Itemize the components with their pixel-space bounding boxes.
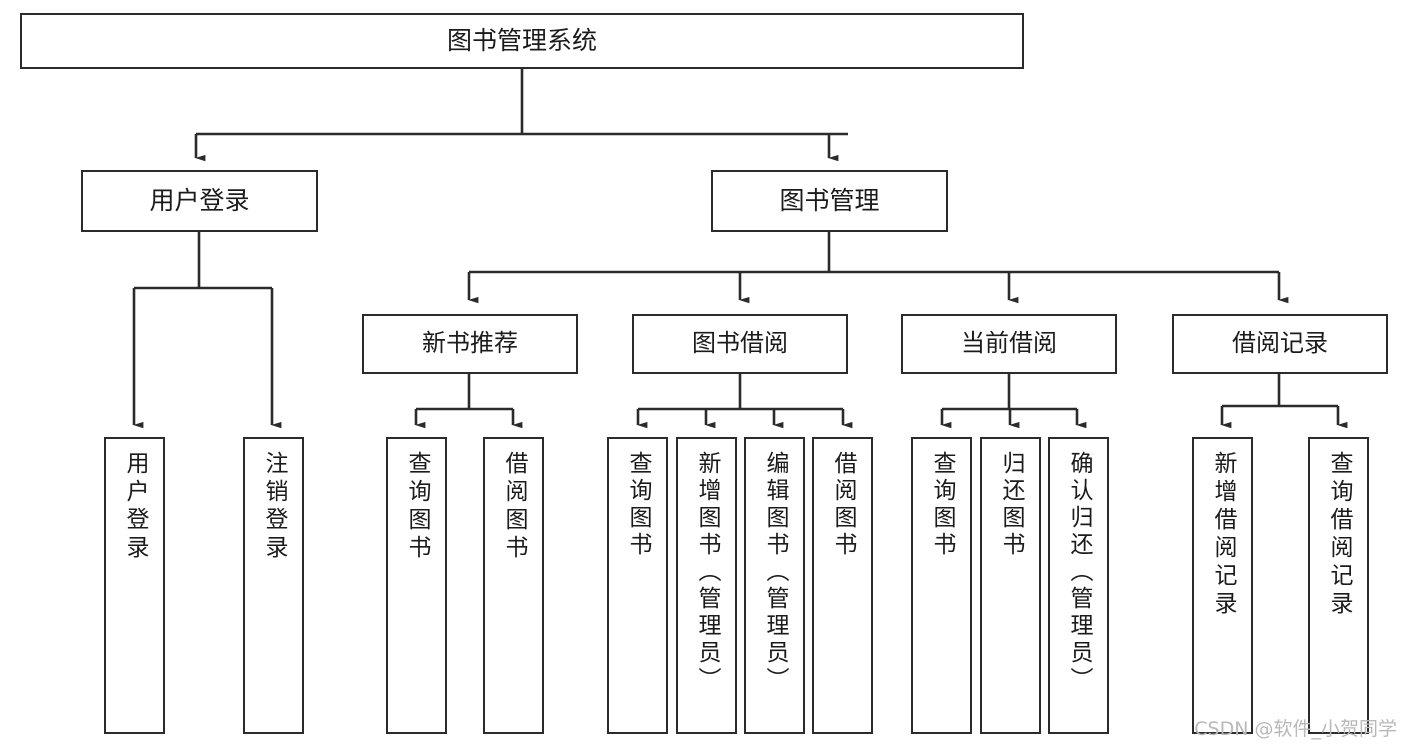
- leaf-edit-book-admin-label: 编辑图书（管理员）: [762, 451, 788, 694]
- leaf-query-book-current[interactable]: 查询图书: [911, 437, 972, 734]
- node-new-book-recommend-label: 新书推荐: [422, 329, 518, 358]
- leaf-query-book-borrow-label: 查询图书: [625, 451, 651, 559]
- node-current-borrow[interactable]: 当前借阅: [901, 314, 1117, 374]
- leaf-confirm-return-admin-label: 确认归还（管理员）: [1066, 451, 1092, 694]
- node-user-login-label: 用户登录: [149, 185, 250, 215]
- node-book-management[interactable]: 图书管理: [711, 170, 948, 232]
- leaf-user-login[interactable]: 用户登录: [104, 437, 165, 734]
- leaf-add-book-admin[interactable]: 新增图书（管理员）: [676, 437, 737, 734]
- leaf-query-book-new[interactable]: 查询图书: [386, 437, 447, 734]
- leaf-query-book-new-label: 查询图书: [404, 451, 430, 563]
- csdn-watermark: CSDN @软件_小贺同学: [1194, 718, 1397, 740]
- node-root[interactable]: 图书管理系统: [20, 13, 1024, 69]
- leaf-edit-book-admin[interactable]: 编辑图书（管理员）: [744, 437, 805, 734]
- node-book-borrow-label: 图书借阅: [692, 329, 788, 358]
- leaf-query-borrow-record-label: 查询借阅记录: [1326, 451, 1352, 619]
- leaf-return-book[interactable]: 归还图书: [980, 437, 1041, 734]
- node-book-borrow[interactable]: 图书借阅: [632, 314, 848, 374]
- leaf-borrow-book-new-label: 借阅图书: [501, 451, 527, 563]
- leaf-borrow-book-new[interactable]: 借阅图书: [483, 437, 544, 734]
- node-new-book-recommend[interactable]: 新书推荐: [362, 314, 578, 374]
- leaf-add-borrow-record-label: 新增借阅记录: [1210, 451, 1236, 619]
- node-current-borrow-label: 当前借阅: [961, 329, 1057, 358]
- leaf-borrow-book[interactable]: 借阅图书: [812, 437, 873, 734]
- leaf-query-borrow-record[interactable]: 查询借阅记录: [1308, 437, 1369, 734]
- node-book-management-label: 图书管理: [779, 185, 880, 215]
- leaf-user-login-label: 用户登录: [122, 451, 148, 563]
- leaf-logout[interactable]: 注销登录: [243, 437, 304, 734]
- node-root-label: 图书管理系统: [446, 25, 597, 55]
- leaf-return-book-label: 归还图书: [998, 451, 1024, 559]
- node-borrow-record[interactable]: 借阅记录: [1172, 314, 1388, 374]
- leaf-query-book-current-label: 查询图书: [929, 451, 955, 559]
- leaf-borrow-book-label: 借阅图书: [830, 451, 856, 559]
- leaf-logout-label: 注销登录: [261, 451, 287, 563]
- node-borrow-record-label: 借阅记录: [1232, 329, 1328, 358]
- leaf-confirm-return-admin[interactable]: 确认归还（管理员）: [1048, 437, 1109, 734]
- leaf-add-book-admin-label: 新增图书（管理员）: [694, 451, 720, 694]
- leaf-query-book-borrow[interactable]: 查询图书: [607, 437, 668, 734]
- node-user-login[interactable]: 用户登录: [81, 170, 318, 232]
- leaf-add-borrow-record[interactable]: 新增借阅记录: [1192, 437, 1253, 734]
